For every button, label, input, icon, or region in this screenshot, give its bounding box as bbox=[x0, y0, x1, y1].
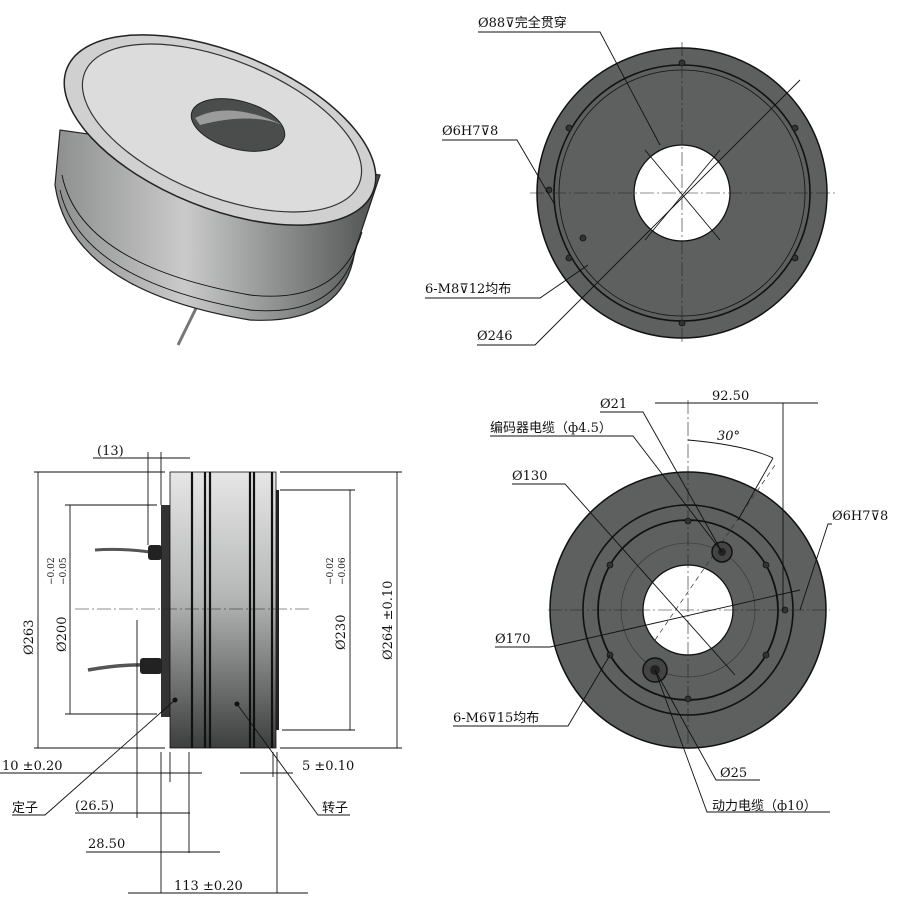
back-view: 92.50 Ø21 编码器电缆（ф4.5） 30° Ø130 Ø6H7⊽8 Ø1… bbox=[453, 389, 888, 814]
angle-30: 30° bbox=[717, 429, 740, 444]
power-cable-label: 动力电缆（ф10） bbox=[712, 798, 817, 814]
tol-230-lower: −0.06 bbox=[338, 557, 348, 585]
pcd-label: Ø246 bbox=[477, 329, 512, 344]
dim-92-5: 92.50 bbox=[712, 389, 749, 404]
encoder-cable bbox=[94, 547, 151, 554]
pin-hole-label: Ø6H7⊽8 bbox=[442, 124, 498, 139]
dim-28-5: 28.50 bbox=[88, 837, 125, 852]
dim-10: 10 ±0.20 bbox=[2, 759, 63, 774]
stator-label: 定子 bbox=[12, 801, 38, 816]
dim-5: 5 ±0.10 bbox=[302, 759, 354, 774]
mounting-holes bbox=[606, 517, 789, 703]
tol-230-upper: −0.02 bbox=[326, 557, 336, 585]
dim-26-5: (26.5) bbox=[75, 799, 114, 814]
thread-holes-label: 6-M8⊽12均布 bbox=[425, 282, 511, 297]
dia-200: Ø200 bbox=[55, 617, 70, 652]
front-view: Ø88⊽完全贯穿 Ø6H7⊽8 6-M8⊽12均布 Ø246 bbox=[425, 15, 835, 346]
side-body bbox=[169, 471, 277, 749]
dia-264: Ø264 ±0.10 bbox=[381, 581, 396, 660]
through-hole-label: Ø88⊽完全贯穿 bbox=[478, 15, 567, 31]
pin-hole-label: Ø6H7⊽8 bbox=[832, 509, 888, 524]
dia-230: Ø230 bbox=[334, 615, 349, 650]
thread-holes-label: 6-M6⊽15均布 bbox=[453, 711, 539, 726]
dia-21: Ø21 bbox=[600, 397, 627, 412]
dim-113: 113 ±0.20 bbox=[174, 879, 243, 894]
stator-flange bbox=[161, 505, 170, 717]
tol-200-lower: −0.05 bbox=[59, 557, 69, 585]
dim-13: (13) bbox=[97, 444, 124, 459]
side-view: (13) Ø263 Ø200 −0.02 −0.05 Ø230 −0.02 −0… bbox=[0, 444, 402, 894]
dia-130: Ø130 bbox=[512, 469, 547, 484]
encoder-cable-label: 编码器电缆（ф4.5） bbox=[490, 420, 612, 436]
tol-200-upper: −0.02 bbox=[47, 557, 57, 585]
dia-25: Ø25 bbox=[720, 766, 747, 781]
isometric-3d-view bbox=[54, 34, 381, 346]
rotor-label: 转子 bbox=[322, 801, 348, 816]
dia-263: Ø263 bbox=[22, 620, 37, 655]
dia-170: Ø170 bbox=[495, 632, 530, 647]
